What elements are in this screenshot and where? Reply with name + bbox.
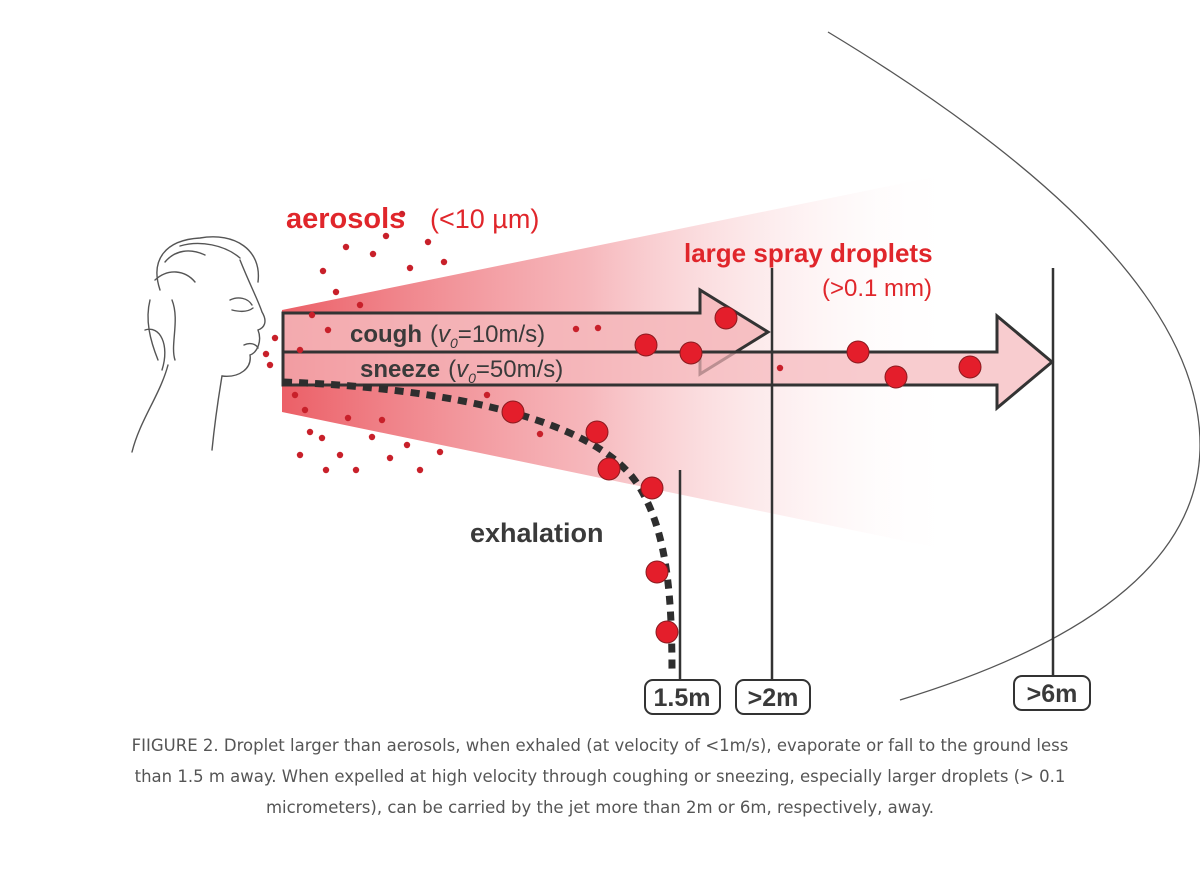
aerosol-dot [437, 449, 443, 455]
large-droplet [502, 401, 524, 423]
figure-caption: FIIGURE 2. Droplet larger than aerosols,… [120, 730, 1080, 823]
large-spray-label: large spray droplets [684, 238, 933, 268]
sneeze-rest: =50m/s) [476, 356, 563, 383]
aerosol-dot [292, 392, 298, 398]
sneeze-word: sneeze [360, 356, 440, 383]
person-head-icon [132, 237, 265, 452]
cough-open-paren: ( [430, 321, 438, 348]
cough-label: cough(v0=10m/s) [350, 321, 545, 351]
distance-badge-2m: >2m [736, 680, 810, 714]
aerosol-dot [337, 452, 343, 458]
aerosol-dot [484, 392, 490, 398]
aerosol-dot [307, 429, 313, 435]
aerosol-dot [319, 435, 325, 441]
aerosols-size-label: (<10 µm) [430, 204, 539, 234]
distance-label-2m: >2m [748, 684, 799, 712]
aerosol-dot [325, 327, 331, 333]
large-droplet [656, 621, 678, 643]
aerosol-dot [387, 455, 393, 461]
cough-sub: 0 [450, 335, 458, 351]
aerosol-dot [302, 407, 308, 413]
aerosol-dot [425, 239, 431, 245]
sneeze-sub: 0 [468, 370, 476, 386]
large-droplet [715, 307, 737, 329]
large-droplet [635, 334, 657, 356]
cough-rest: =10m/s) [458, 321, 545, 348]
sneeze-open-paren: ( [448, 356, 456, 383]
aerosols-label: aerosols [286, 203, 405, 235]
distance-label-6m: >6m [1027, 680, 1078, 708]
large-droplet [646, 561, 668, 583]
aerosol-dot [297, 452, 303, 458]
aerosol-dot [407, 265, 413, 271]
distance-label-1.5m: 1.5m [654, 684, 711, 712]
aerosol-dot [343, 244, 349, 250]
aerosol-dot [353, 467, 359, 473]
aerosol-dot [369, 434, 375, 440]
large-droplet [847, 341, 869, 363]
large-droplet [680, 342, 702, 364]
aerosol-dot [263, 351, 269, 357]
aerosol-dot [323, 467, 329, 473]
aerosol-dot [370, 251, 376, 257]
aerosol-dot [379, 417, 385, 423]
aerosol-dot [357, 302, 363, 308]
aerosol-dot [417, 467, 423, 473]
aerosol-dot [345, 415, 351, 421]
aerosol-dot [441, 259, 447, 265]
aerosol-dot [320, 268, 326, 274]
aerosol-dot [595, 325, 601, 331]
large-droplet [959, 356, 981, 378]
aerosol-dot [272, 335, 278, 341]
large-droplet [641, 477, 663, 499]
large-droplet [598, 458, 620, 480]
aerosol-dot [267, 362, 273, 368]
distance-badge-1.5m: 1.5m [645, 680, 720, 714]
exhalation-label: exhalation [470, 518, 604, 548]
aerosol-dot [573, 326, 579, 332]
aerosol-dot [537, 431, 543, 437]
distance-badge-6m: >6m [1014, 676, 1090, 710]
large-droplet [586, 421, 608, 443]
aerosol-dot [404, 442, 410, 448]
cough-word: cough [350, 321, 422, 348]
droplet-spread-diagram: aerosols (<10 µm) large spray droplets (… [0, 0, 1200, 730]
aerosol-dot [333, 289, 339, 295]
large-droplet [885, 366, 907, 388]
large-spray-size-label: (>0.1 mm) [822, 275, 932, 302]
aerosol-dot [309, 312, 315, 318]
aerosol-dot [777, 365, 783, 371]
sneeze-label: sneeze(v0=50m/s) [360, 356, 563, 386]
aerosol-dot [297, 347, 303, 353]
